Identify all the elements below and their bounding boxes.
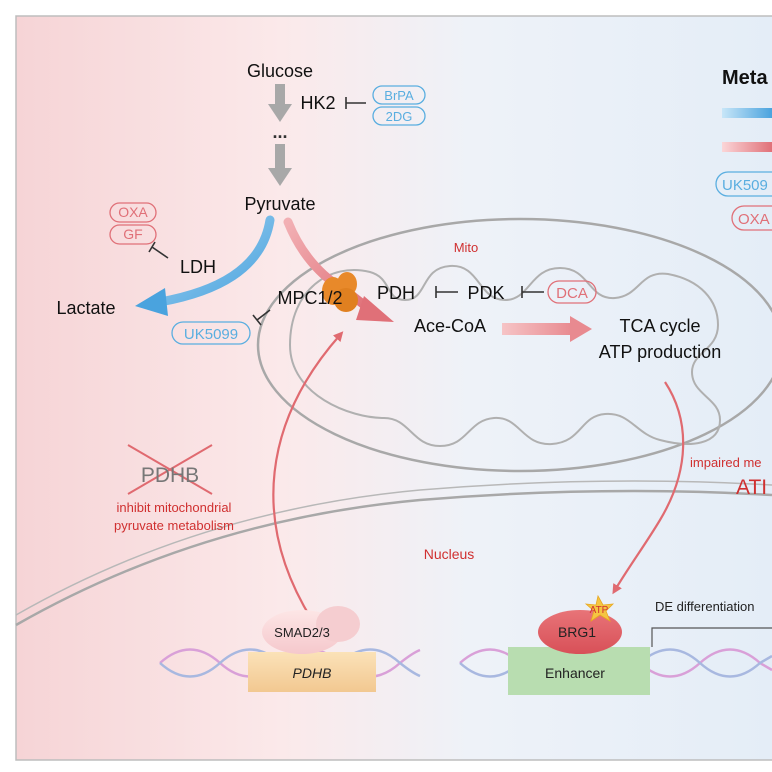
atp-right-label: ATI: [736, 476, 767, 499]
gf-pill: [109, 224, 157, 245]
pdk-label: PDK: [467, 283, 504, 303]
smad-label: SMAD2/3: [274, 625, 330, 640]
2dg-pill: [372, 106, 426, 126]
acecoa-to-tca-arrow: [502, 316, 592, 342]
mpc-transporter: [322, 272, 358, 312]
pdh-label: PDH: [377, 283, 415, 303]
ellipsis-label: ...: [272, 122, 287, 142]
dca-pdk-inhibition: [521, 286, 544, 298]
cross-line-2: [127, 444, 213, 495]
legend-title: Meta: [722, 67, 768, 89]
de-diff-bracket: [651, 627, 772, 647]
ldh-label: LDH: [180, 257, 216, 277]
nuclear-membrane-outer: [15, 489, 772, 627]
pdhb-gene-label: PDHB: [293, 665, 332, 681]
brpa-label: BrPA: [384, 88, 414, 103]
enhancer-label: Enhancer: [545, 665, 605, 681]
pdhb-to-mpc-arrow: [272, 331, 344, 621]
tca-to-brg1-arrow: [612, 381, 685, 595]
pdhb-gene-box: [248, 652, 376, 692]
legend-uk5099-label: UK509: [722, 177, 768, 194]
2dg-label: 2DG: [386, 109, 413, 124]
gray-arrow-shaft-2: [275, 144, 285, 170]
legend-oxa-label: OXA: [738, 211, 770, 228]
lactate-label: Lactate: [56, 298, 115, 318]
legend-arrows: [715, 108, 772, 231]
hk2-inhibition: [345, 97, 366, 109]
hk2-label: HK2: [300, 93, 335, 113]
nuclear-membrane-inner: [15, 480, 772, 616]
inhibitor-pills: [109, 85, 597, 345]
acecoa-arrow-head: [570, 316, 592, 342]
blue-arrow-head: [135, 288, 168, 316]
glycolysis-arrows: [268, 84, 292, 186]
oxa-label: OXA: [118, 204, 148, 220]
glucose-label: Glucose: [247, 61, 313, 81]
pyruvate-to-lactate-arrow: [135, 215, 275, 316]
pdk-pdh-inhibition: [435, 286, 458, 298]
inhibition-symbols: [148, 97, 544, 326]
red-arrow-head: [356, 296, 394, 322]
atp-star-icon: [584, 594, 615, 622]
atp-label: ATP: [590, 605, 609, 616]
diagram-frame: [15, 15, 772, 761]
enhancer-box: [508, 647, 650, 695]
uk5099-pill: [171, 321, 251, 345]
blue-arrow-shaft: [155, 215, 275, 307]
mito-label: Mito: [454, 240, 479, 255]
uk5099-label: UK5099: [184, 326, 238, 343]
knockout-caption-line1: inhibit mitochondrial: [117, 500, 232, 515]
mpc-label: MPC1/2: [277, 288, 342, 308]
tca-label-line1: TCA cycle: [619, 316, 700, 336]
pyruvate-label: Pyruvate: [244, 194, 315, 214]
knockout-caption-line2: pyruvate metabolism: [114, 518, 234, 533]
gray-arrow-shaft-1: [275, 84, 285, 106]
pdhb-cross-icon: [127, 444, 213, 495]
legend-oxa-pill: [731, 205, 772, 231]
gf-label: GF: [123, 226, 142, 242]
mitochondrion: [256, 217, 772, 473]
tca-label-line2: ATP production: [599, 342, 721, 362]
mito-cristae: [288, 264, 722, 448]
impaired-label: impaired me: [690, 455, 762, 470]
mpc-lobe-3: [334, 288, 358, 312]
oxa-pill: [109, 202, 157, 223]
nucleus-label: Nucleus: [424, 546, 475, 562]
brpa-pill: [372, 85, 426, 105]
gray-arrow-head-2: [268, 168, 292, 186]
smad-bubble-right: [316, 606, 360, 642]
dca-pill: [547, 280, 597, 304]
mpc-inhibition: [252, 309, 271, 326]
mito-outer-membrane: [256, 217, 772, 473]
gray-arrow-head-1: [268, 104, 292, 122]
brg1-label: BRG1: [558, 624, 596, 640]
legend-blue-arrow: [722, 108, 772, 118]
brg1-bubble: [538, 610, 622, 654]
dca-label: DCA: [556, 285, 588, 302]
legend-red-arrow: [722, 142, 772, 152]
ldh-inhibition: [148, 241, 169, 259]
legend-uk5099-pill: [715, 171, 772, 197]
pdhb-knockout-label: PDHB: [141, 464, 199, 487]
acecoa-label: Ace-CoA: [414, 316, 486, 336]
de-differentiation-label: DE differentiation: [655, 599, 755, 614]
acecoa-arrow-shaft: [502, 323, 572, 335]
